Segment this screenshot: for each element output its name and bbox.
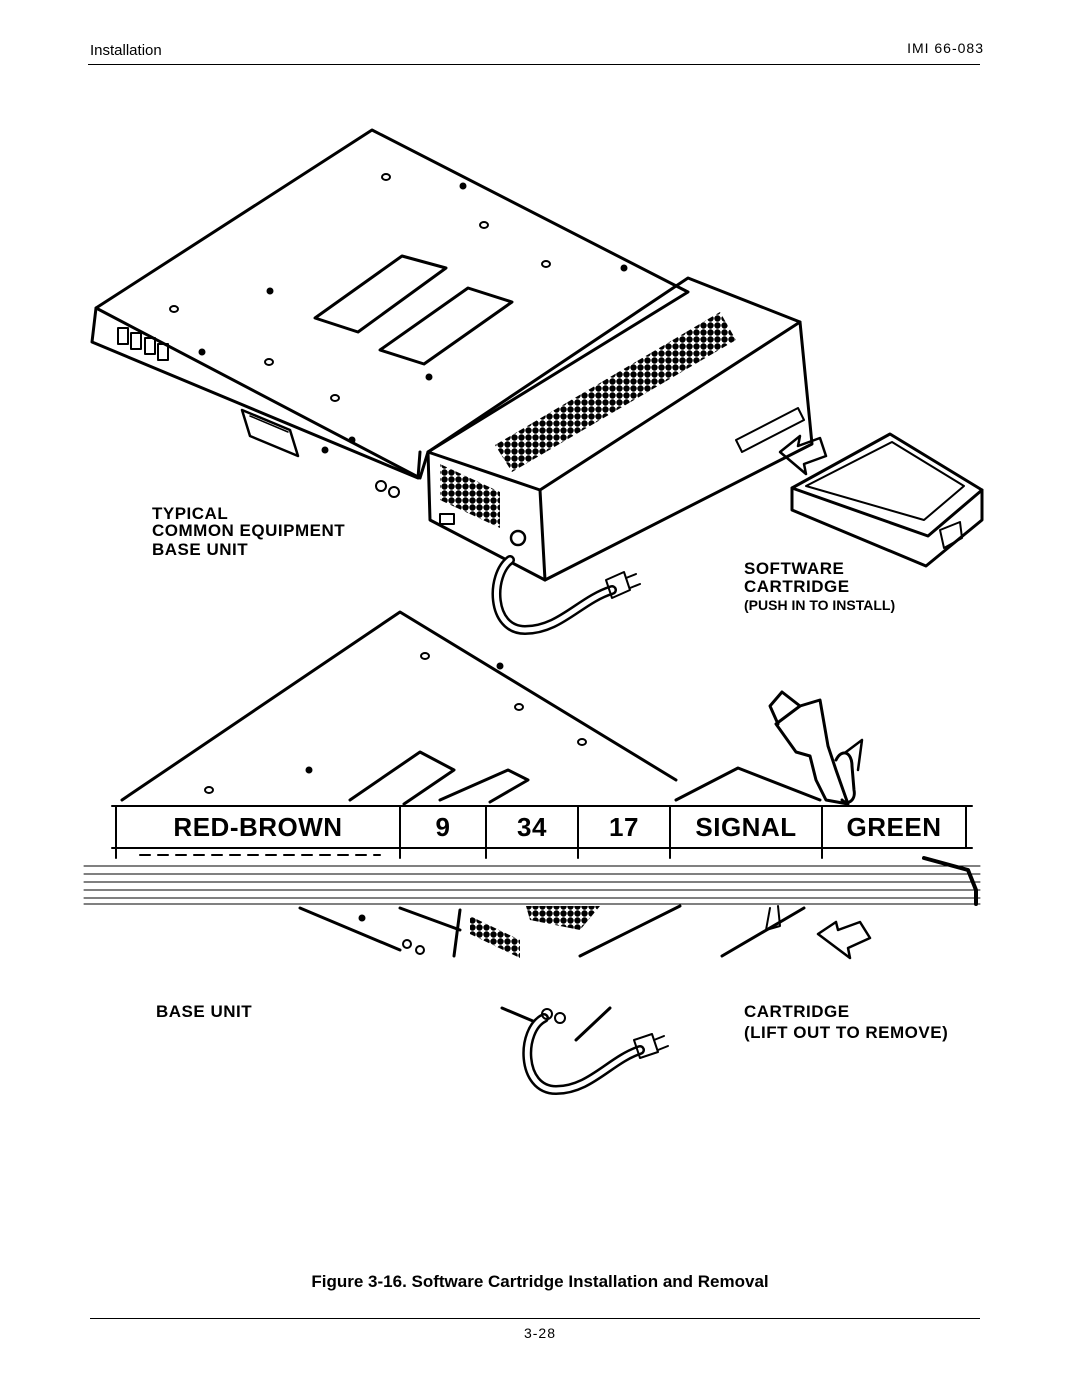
header-rule [88,64,980,65]
figure-caption: Figure 3-16. Software Cartridge Installa… [0,1272,1080,1292]
base-unit-label-line-1: TYPICAL [152,504,229,523]
base-unit-label-line-2: COMMON EQUIPMENT [152,521,346,540]
overlay-strip-lines [83,805,981,906]
header-section: Installation [90,42,162,59]
overlay-cell-signal: SIGNAL [695,811,797,842]
caption-prefix: Figure 3-16. Software Cartridge [311,1272,564,1291]
header-doc-id: IMI 66-083 [907,40,984,56]
caption-suffix: and Removal [662,1272,769,1291]
cartridge-label-line-2: CARTRIDGE [744,577,850,596]
overlay-cell-color: RED-BROWN [173,811,343,842]
bottom-base-unit-label: BASE UNIT [156,1002,253,1021]
footer-rule [90,1318,980,1319]
bottom-base-unit [120,610,872,1095]
overlay-cell-3: 17 [609,811,639,842]
cartridge-label-line-1: SOFTWARE [744,559,845,578]
page-number: 3-28 [523,1325,557,1341]
base-unit-label-line-3: BASE UNIT [152,540,249,559]
overlay-cell-1: 9 [435,811,451,842]
overlay-cell-2: 34 [517,811,547,842]
bottom-cartridge-label-line-2: (LIFT OUT TO REMOVE) [744,1023,949,1042]
cartridge-label-line-3: (PUSH IN TO INSTALL) [744,597,896,613]
top-base-unit [90,128,984,635]
bottom-cartridge-label-line-1: CARTRIDGE [744,1002,850,1021]
overlay-cell-wire: GREEN [846,811,942,842]
caption-mid: Installation [568,1272,659,1291]
